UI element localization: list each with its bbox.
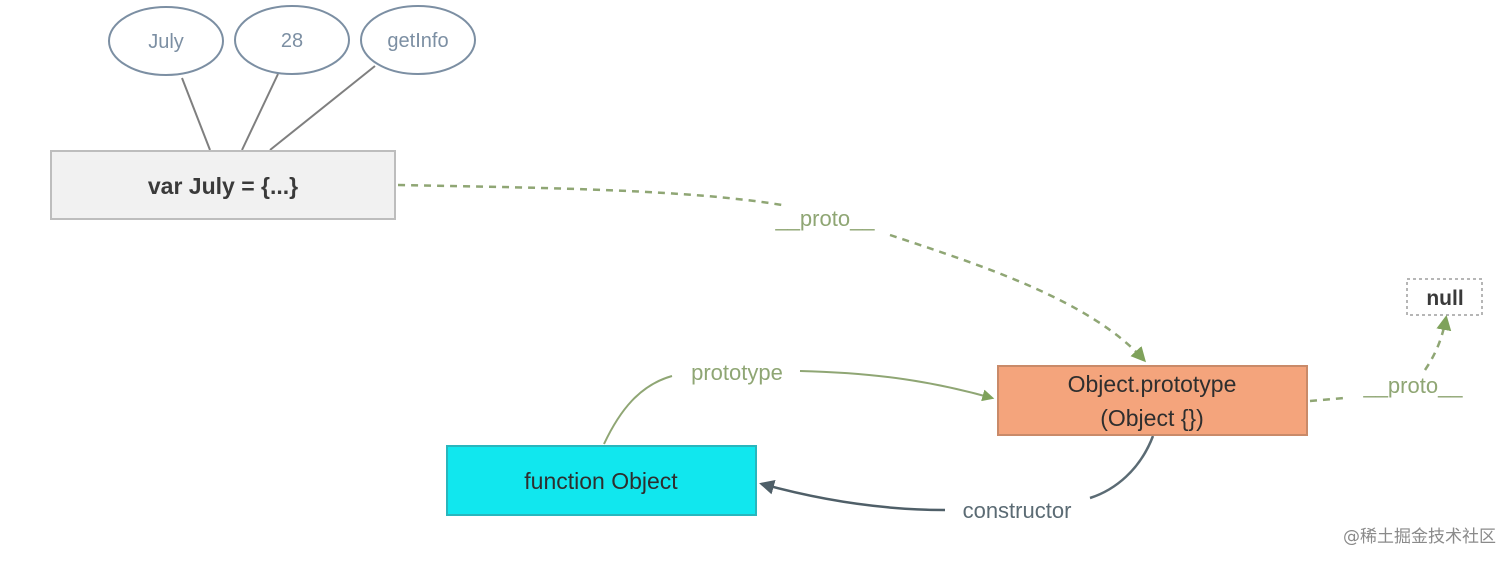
connector-getinfo — [269, 65, 376, 151]
property-label-july: July — [148, 31, 184, 53]
property-ellipse-getinfo: getInfo — [360, 5, 476, 75]
edge-constructor-label: constructor — [963, 498, 1072, 523]
edge-constructor-part2 — [759, 479, 946, 512]
edge-july-proto-part1 — [397, 183, 783, 207]
connector-28 — [241, 73, 279, 151]
property-ellipse-july: July — [108, 6, 224, 76]
node-function-object-label: function Object — [524, 468, 678, 494]
edge-object-proto-part2 — [1423, 315, 1452, 371]
node-null: null — [1406, 278, 1483, 316]
edge-prototype-part1 — [603, 375, 673, 445]
edge-prototype-label: prototype — [691, 360, 783, 385]
connector-july — [181, 77, 211, 151]
property-label-28: 28 — [281, 30, 303, 52]
node-null-label: null — [1426, 287, 1463, 310]
edge-prototype-part2 — [799, 370, 995, 402]
edge-constructor-part1 — [1089, 435, 1155, 500]
node-function-object: function Object — [446, 445, 757, 516]
node-object-prototype-line2: (Object {}) — [1100, 405, 1204, 431]
node-july-label: var July = {...} — [148, 173, 298, 199]
edge-object-proto-part1 — [1309, 396, 1346, 403]
property-ellipse-28: 28 — [234, 5, 350, 75]
property-connectors — [181, 65, 376, 151]
property-label-getinfo: getInfo — [387, 30, 448, 52]
watermark: @稀土掘金技术社区 — [1343, 527, 1496, 547]
edge-object-proto-label: __proto__ — [1362, 373, 1463, 398]
node-object-prototype: Object.prototype (Object {}) — [997, 365, 1308, 436]
node-july-object: var July = {...} — [50, 150, 396, 220]
node-object-prototype-line1: Object.prototype — [1068, 371, 1237, 397]
edge-july-proto-label: __proto__ — [774, 206, 875, 231]
edge-july-proto-part2 — [889, 233, 1147, 363]
